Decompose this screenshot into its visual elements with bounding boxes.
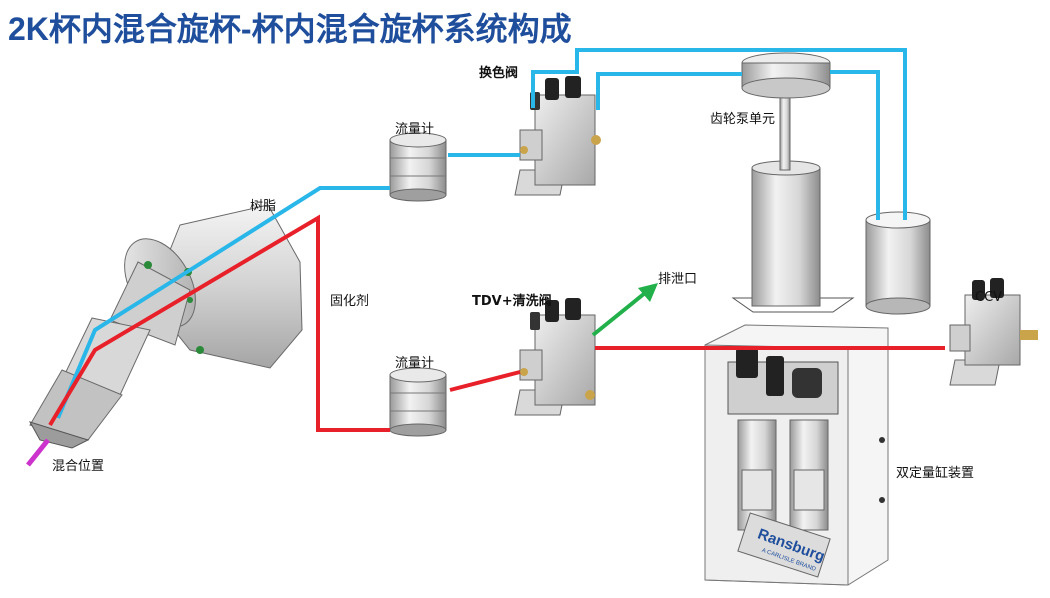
flow-meter-bottom	[389, 367, 447, 437]
label-tdv-valve: TDV+清洗阀	[472, 294, 552, 309]
label-flow-meter-top: 流量计	[395, 122, 435, 137]
bell-atomizer	[26, 204, 303, 467]
hardener-lines	[48, 214, 945, 432]
page-title: 2K杯内混合旋杯-杯内混合旋杯系统构成	[8, 11, 572, 47]
color-change-valve	[514, 76, 601, 196]
gear-pump-unit	[731, 52, 855, 313]
label-color-change-valve: 换色阀	[479, 66, 519, 81]
dual-cylinder-unit: Ransburg A CARLISLE BRAND	[704, 324, 889, 586]
label-mixing-position: 混合位置	[52, 459, 105, 474]
ccv-valve	[949, 278, 1038, 386]
label-flow-meter-bottom: 流量计	[395, 356, 435, 371]
flow-meter-top	[389, 132, 447, 202]
resin-lines	[56, 48, 907, 419]
label-dual-cylinder: 双定量缸装置	[896, 466, 975, 481]
mix-tip-line	[26, 438, 50, 467]
drain-arrow	[591, 283, 658, 337]
tdv-valve	[514, 298, 596, 416]
solvent-cup	[865, 211, 931, 315]
label-drain-port: 排泄口	[658, 272, 698, 287]
label-hardener: 固化剂	[330, 294, 370, 309]
label-ccv: CCV	[975, 290, 1003, 305]
label-gear-pump-unit: 齿轮泵单元	[710, 112, 776, 127]
label-resin: 树脂	[250, 199, 277, 214]
